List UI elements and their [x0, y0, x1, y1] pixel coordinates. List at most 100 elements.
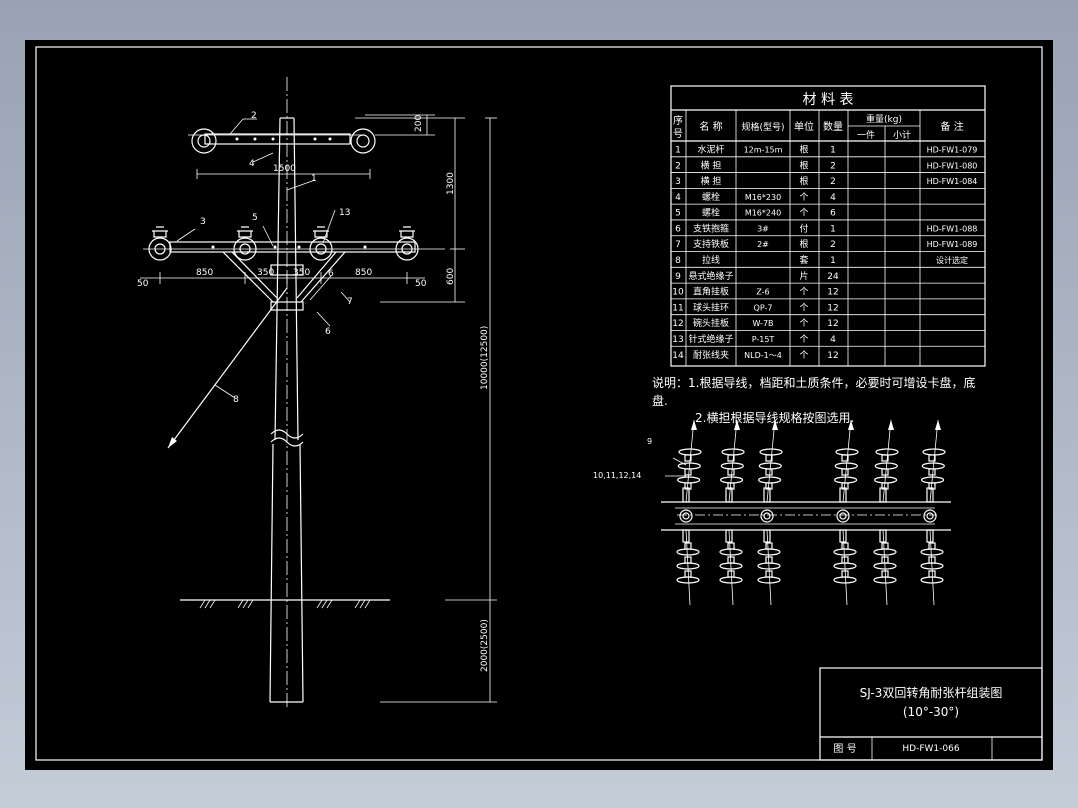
table-cell-name: 耐张线夹	[693, 349, 729, 361]
table-cell-name: 螺栓	[702, 191, 720, 203]
note-line-1b: 盘.	[652, 393, 668, 408]
table-cell-no: 14	[672, 351, 684, 361]
table-cell-qty: 2	[830, 161, 836, 171]
th-weight-sub: 小计	[893, 129, 911, 141]
pole-upper-right	[293, 117, 299, 441]
insulator-string	[873, 419, 899, 606]
th-weight-each: 一件	[857, 129, 875, 141]
table-cell-spec: 2#	[757, 240, 769, 249]
top-insulator-left-inner	[197, 134, 211, 148]
table-cell-name: 球头挂环	[693, 301, 729, 313]
table-cell-no: 9	[675, 272, 681, 282]
table-cell-name: 横 担	[701, 175, 722, 187]
table-cell-no: 1	[675, 146, 681, 156]
table-cell-qty: 2	[830, 177, 836, 187]
th-remark: 备 注	[940, 120, 963, 133]
drawing-sheet: 200 1500	[25, 40, 1053, 770]
top-crossarm	[204, 133, 351, 145]
table-cell-name: 直角挂板	[693, 286, 729, 298]
pole-upper-left	[274, 117, 281, 441]
table-cell-name: 横 担	[701, 159, 722, 171]
th-spec: 规格(型号)	[741, 121, 784, 133]
table-cell-unit: 个	[799, 302, 808, 313]
dim-1300: 1300	[446, 172, 456, 195]
dim-200: 200	[414, 115, 424, 132]
table-cell-no: 5	[675, 209, 681, 219]
table-cell-unit: 个	[799, 287, 808, 298]
table-cell-spec: M16*230	[745, 193, 781, 202]
callout-leaders	[176, 118, 351, 399]
guy-wire	[167, 287, 288, 449]
brace-left-outer	[222, 251, 274, 303]
table-cell-qty: 4	[830, 335, 836, 345]
th-weight: 重量(kg)	[866, 113, 902, 125]
insulator-string	[833, 419, 859, 606]
callout-5: 5	[252, 213, 258, 223]
dim-600: 600	[446, 268, 456, 285]
table-cell-no: 13	[672, 335, 683, 345]
table-cell-qty: 2	[830, 240, 836, 250]
table-cell-name: 针式绝缘子	[688, 333, 733, 345]
table-cell-spec: NLD-1～4	[744, 351, 782, 360]
insulator-string	[757, 419, 783, 606]
table-cell-remark: HD-FW1-084	[927, 177, 978, 186]
dim-50-right: 50	[415, 279, 427, 289]
table-cell-name: 支持铁板	[693, 238, 729, 250]
table-cell-remark: HD-FW1-079	[927, 146, 978, 155]
table-cell-name: 悬式绝缘子	[688, 270, 733, 282]
table-cell-name: 螺栓	[702, 207, 720, 219]
table-cell-unit: 付	[799, 223, 808, 234]
callout-9: 9	[647, 437, 652, 446]
table-cell-name: 拉线	[702, 254, 720, 266]
table-cell-qty: 24	[827, 272, 839, 282]
table-cell-unit: 个	[799, 192, 808, 203]
drawing-frame	[35, 46, 1043, 761]
table-cell-unit: 根	[799, 238, 808, 250]
cad-drawing: 200 1500	[35, 46, 1043, 761]
table-cell-unit: 根	[799, 159, 808, 171]
table-cell-spec: 3#	[757, 224, 769, 233]
table-cell-no: 7	[675, 240, 681, 250]
insulator-string	[719, 419, 745, 606]
brace-right-outer	[300, 251, 346, 303]
dim-50-left: 50	[137, 279, 149, 289]
table-cell-qty: 1	[830, 256, 836, 266]
title-line-2: (10°-30°)	[903, 705, 959, 719]
callout-3: 3	[200, 217, 206, 227]
table-cell-qty: 4	[830, 193, 836, 203]
table-cell-unit: 套	[799, 254, 808, 266]
assembly-drawing: 9 10,11,12,14	[593, 419, 951, 606]
table-cell-no: 8	[675, 256, 681, 266]
table-cell-spec: M16*240	[745, 209, 781, 218]
th-seq-1: 序	[673, 114, 683, 127]
th-seq-2: 号	[673, 128, 683, 140]
table-cell-no: 2	[675, 161, 681, 171]
table-cell-no: 10	[672, 288, 684, 298]
callout-10-14: 10,11,12,14	[593, 471, 641, 480]
table-cell-unit: 根	[799, 175, 808, 187]
table-cell-qty: 12	[827, 303, 838, 313]
callout-7: 7	[347, 297, 353, 307]
th-name: 名 称	[699, 120, 722, 133]
main-crossarm	[169, 241, 416, 253]
table-cell-qty: 12	[827, 319, 838, 329]
table-cell-spec: P-15T	[752, 335, 775, 344]
pole-lower-right	[299, 443, 304, 703]
table-cell-unit: 个	[799, 318, 808, 329]
dim-10000: 10000(12500)	[480, 326, 490, 390]
dim-1500: 1500	[273, 164, 296, 174]
dim-350-right: 350	[293, 268, 310, 278]
table-cell-no: 3	[675, 177, 681, 187]
table-cell-no: 12	[672, 319, 683, 329]
callout-8: 8	[233, 395, 239, 405]
top-insulator-right-inner	[356, 134, 370, 148]
dim-850-right: 850	[355, 268, 372, 278]
callout-6-lower: 6	[325, 327, 331, 337]
table-cell-remark: HD-FW1-089	[927, 240, 978, 249]
table-cell-qty: 1	[830, 224, 836, 234]
insulator-string	[920, 419, 946, 606]
table-cell-name: 支铁抱箍	[693, 222, 729, 234]
table-cell-unit: 片	[799, 270, 808, 282]
top-insulator-left-outer	[191, 128, 217, 154]
top-insulator-right-outer	[350, 128, 376, 154]
